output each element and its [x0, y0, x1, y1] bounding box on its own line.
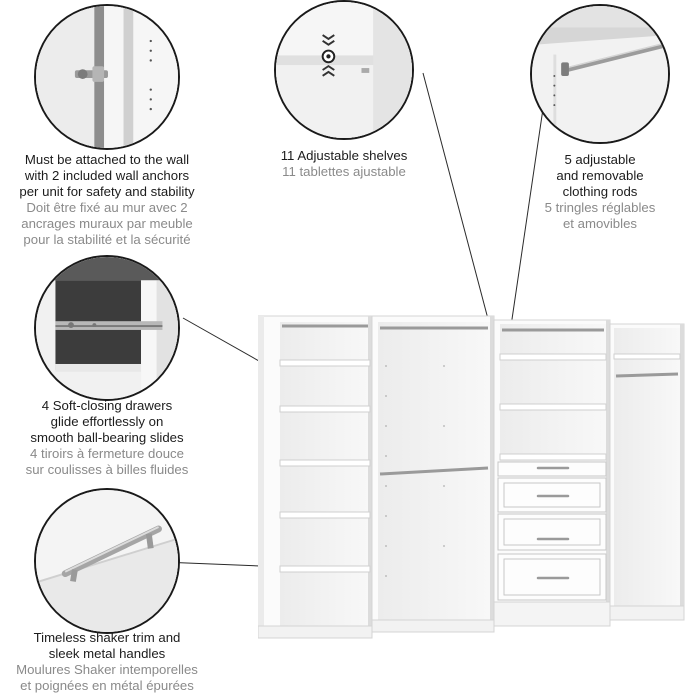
closet-unit-drawers: [493, 319, 611, 627]
wall-anchor-icon: [36, 6, 178, 148]
closet-unit-right: [609, 323, 685, 621]
closet-unit-hanging: [371, 315, 495, 633]
handles-en-line-2: sleek metal handles: [48, 646, 166, 661]
wall-anchor-fr-line-2: ancrages muraux par meuble: [21, 216, 193, 231]
drawers-fr-line-2: sur coulisses à billes fluides: [25, 462, 189, 477]
handle-detail-circle: [34, 488, 180, 634]
drawer-handles: [536, 466, 570, 580]
closet-system-illustration: [258, 315, 685, 639]
drawers-en-line-2: glide effortlessly on: [50, 414, 164, 429]
closet-unit-shelving: [258, 315, 373, 639]
shelves-en-line-1: 11 Adjustable shelves: [280, 148, 408, 163]
drawer-fronts: [497, 461, 607, 601]
shelves-fr-line-1: 11 tablettes ajustable: [282, 164, 406, 179]
wall-anchor-en-line-1: Must be attached to the wall: [24, 152, 190, 167]
metal-handle-icon: [36, 490, 178, 632]
wall-anchor-detail-circle: [34, 4, 180, 150]
rods-en-line-2: and removable: [556, 168, 644, 183]
drawers-en-line-3: smooth ball-bearing slides: [30, 430, 184, 445]
wall-anchor-fr-line-3: pour la stabilité et la sécurité: [23, 232, 191, 247]
rods-fr-line-1: 5 tringles réglables: [544, 200, 656, 215]
drawers-fr-line-1: 4 tiroirs à fermeture douce: [30, 446, 184, 461]
handles-fr-line-2: et poignées en métal épurées: [20, 678, 194, 693]
wall-anchor-en-line-3: per unit for safety and stability: [19, 184, 195, 199]
drawer-slide-icon: [36, 257, 178, 399]
rod-detail-circle: [530, 4, 670, 144]
drawer-detail-circle: [34, 255, 180, 401]
rods-en-line-3: clothing rods: [562, 184, 638, 199]
handles-fr-line-1: Moulures Shaker intemporelles: [16, 662, 198, 677]
rods-fr-line-2: et amovibles: [562, 216, 638, 231]
rods-en-line-1: 5 adjustable: [564, 152, 636, 167]
drawers-en-line-1: 4 Soft-closing drawers: [41, 398, 173, 413]
shelf-detail-circle: [274, 0, 414, 140]
shelf-pin-icon: [276, 2, 412, 138]
wall-anchor-fr-line-1: Doit être fixé au mur avec 2: [26, 200, 188, 215]
clothing-rod-icon: [532, 6, 668, 142]
wall-anchor-en-line-2: with 2 included wall anchors: [24, 168, 190, 183]
handles-en-line-1: Timeless shaker trim and: [33, 630, 181, 645]
